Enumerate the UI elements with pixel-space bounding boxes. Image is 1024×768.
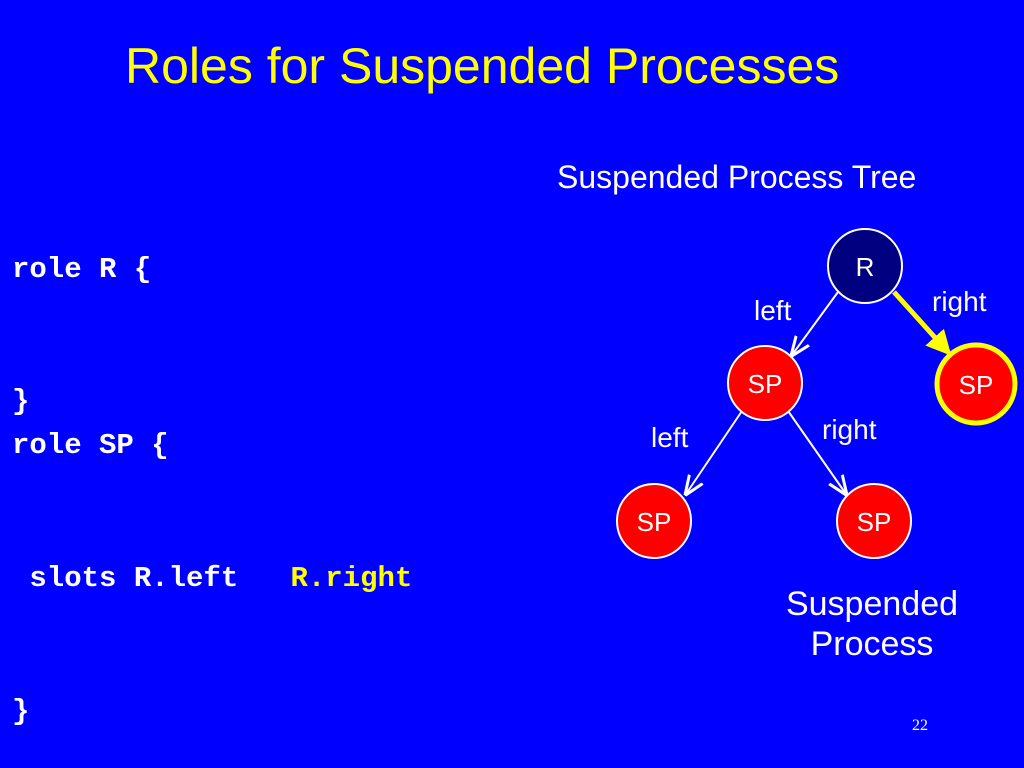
edge-label-sp-right: right [822,414,877,445]
edge-sp-right [785,407,846,494]
caption-line-2: Process [810,625,934,663]
edge-sp-left [686,407,745,494]
node-left-right-label: SP [857,507,892,537]
page-number: 22 [912,717,928,734]
code-slots-right-highlight: R.right [290,562,413,595]
code-line-close-brace-2: } [12,695,30,728]
code-line-close-brace-1: } [12,385,30,418]
node-left-right: SP [836,483,912,559]
edge-label-sp-left: left [651,422,689,453]
edge-label-root-left: left [754,295,792,326]
code-line-slots: slots R.left R.right [12,562,412,596]
code-slots-left: slots R.left [12,562,291,595]
node-right-child-label: SP [959,370,994,400]
node-root: R [827,228,903,304]
caption-line-1: Suspended [785,585,959,623]
node-right-child-highlight: SP [934,342,1018,426]
node-left-left: SP [616,483,692,559]
code-line-role-sp: role SP { [12,429,169,462]
edge-label-root-right: right [932,286,987,317]
node-root-label: R [856,252,875,282]
node-left-child: SP [727,345,803,421]
edge-root-right-highlight [892,290,952,356]
tree-title: Suspended Process Tree [557,159,917,195]
edge-root-left [792,291,839,355]
node-left-child-label: SP [748,369,783,399]
slide-title: Roles for Suspended Processes [125,38,840,94]
code-line-role-r: role R { [12,253,152,286]
node-left-left-label: SP [637,507,672,537]
diagram-caption: Suspended Process [752,584,992,664]
